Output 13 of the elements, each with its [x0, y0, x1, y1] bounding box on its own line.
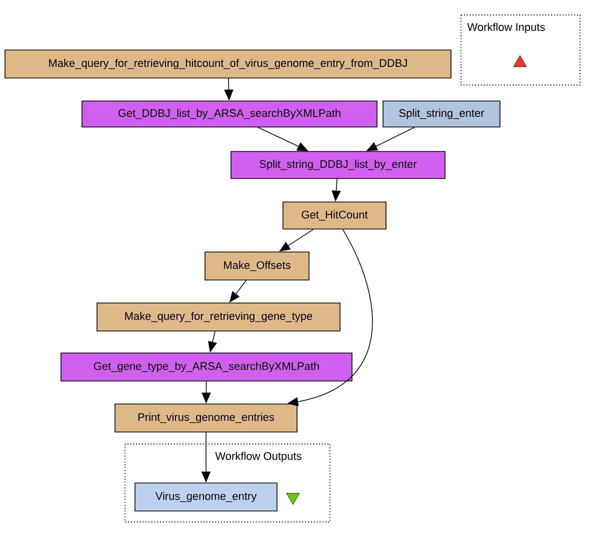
- process-box: Print_virus_genome_entries: [114, 404, 298, 432]
- process-box: Make_Offsets: [204, 252, 310, 280]
- process-box: Make_query_for_retrieving_gene_type: [96, 302, 340, 332]
- process-box: Virus_genome_entry: [134, 482, 278, 512]
- process-box: Get_gene_type_by_ARSA_searchByXMLPath: [60, 352, 352, 382]
- process-box: Split_string_enter: [382, 100, 500, 128]
- port-triangle: [513, 55, 527, 67]
- process-box: Split_string_DDBJ_list_by_enter: [230, 151, 446, 179]
- group-box: Workflow Inputs: [460, 14, 580, 86]
- process-box: Make_query_for_retrieving_hitcount_of_virus_genome_entry_from_DDBJ: [4, 50, 452, 78]
- process-box: Get_HitCount: [282, 202, 386, 230]
- port-triangle: [286, 493, 300, 505]
- process-box: Get_DDBJ_list_by_ARSA_searchByXMLPath: [82, 100, 378, 128]
